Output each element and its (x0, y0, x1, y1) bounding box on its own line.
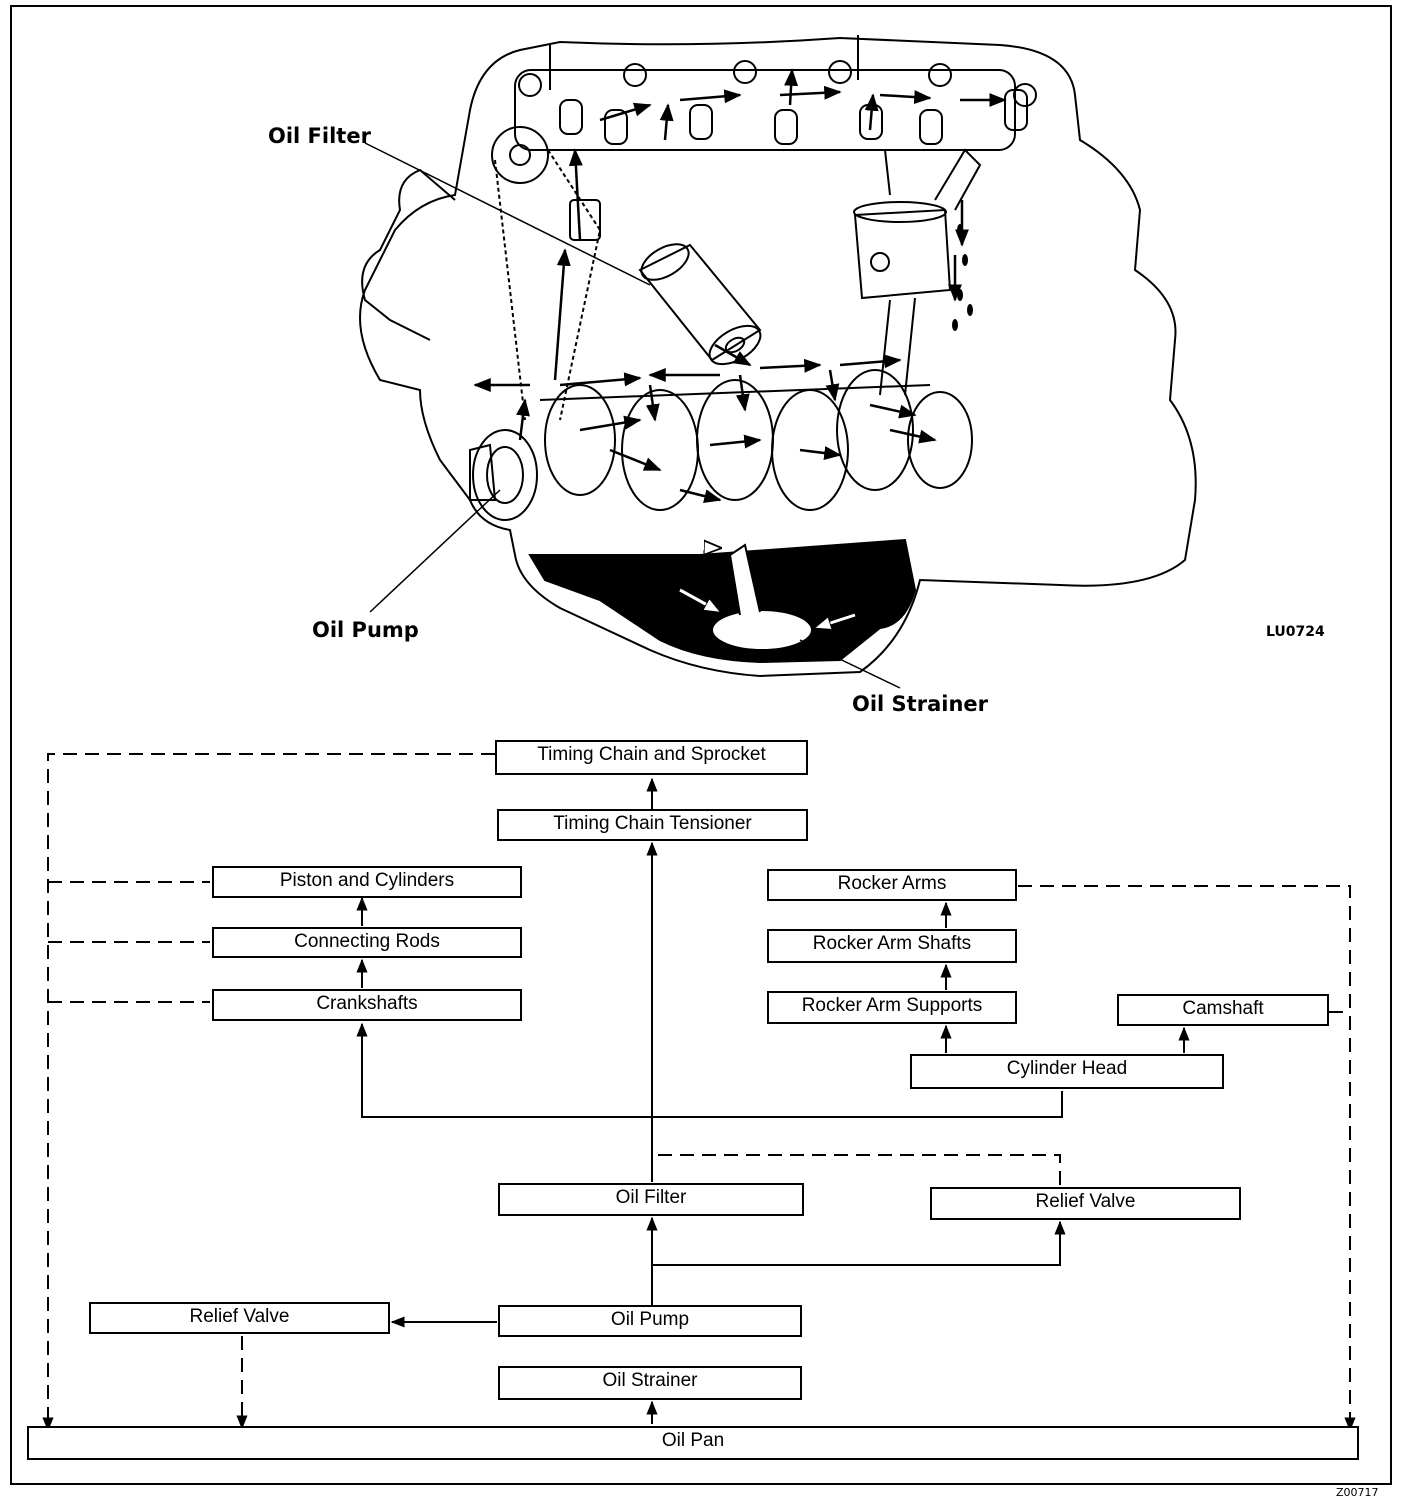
box-oil-strainer: Oil Strainer (498, 1366, 802, 1400)
box-camshaft: Camshaft (1117, 994, 1329, 1026)
box-timing-chain-sprocket: Timing Chain and Sprocket (495, 740, 808, 775)
box-piston-cylinders: Piston and Cylinders (212, 866, 522, 898)
box-oil-filter: Oil Filter (498, 1183, 804, 1216)
label-oil-strainer: Oil Strainer (852, 692, 988, 716)
box-connecting-rods: Connecting Rods (212, 927, 522, 958)
box-crankshafts: Crankshafts (212, 989, 522, 1021)
rocker-assembly (515, 70, 1015, 150)
page-code: Z00717 (1336, 1486, 1379, 1499)
figure-code: LU0724 (1266, 624, 1325, 640)
box-timing-chain-tensioner: Timing Chain Tensioner (497, 809, 808, 841)
rocker-details (519, 35, 1036, 144)
fan-blades (362, 170, 455, 340)
illustration-flow-arrows (475, 70, 1005, 500)
timing-chain (495, 150, 600, 420)
oil-filter-canister (635, 237, 766, 372)
box-relief-valve-right: Relief Valve (930, 1187, 1241, 1220)
label-oil-pump: Oil Pump (312, 618, 419, 642)
chain-tensioner (570, 200, 600, 240)
engine-illustration (360, 35, 1196, 676)
box-oil-pump: Oil Pump (498, 1305, 802, 1337)
label-oil-filter: Oil Filter (268, 124, 371, 148)
box-rocker-arm-supports: Rocker Arm Supports (767, 991, 1017, 1024)
cam-sprocket (492, 127, 548, 183)
box-rocker-arm-shafts: Rocker Arm Shafts (767, 929, 1017, 963)
box-cylinder-head: Cylinder Head (910, 1054, 1224, 1089)
oil-pan-sump (530, 540, 915, 662)
box-relief-valve-left: Relief Valve (89, 1302, 390, 1334)
box-oil-pan: Oil Pan (27, 1426, 1359, 1460)
box-rocker-arms: Rocker Arms (767, 869, 1017, 901)
piston-assembly (854, 150, 980, 395)
oil-strainer-bell (712, 610, 812, 650)
